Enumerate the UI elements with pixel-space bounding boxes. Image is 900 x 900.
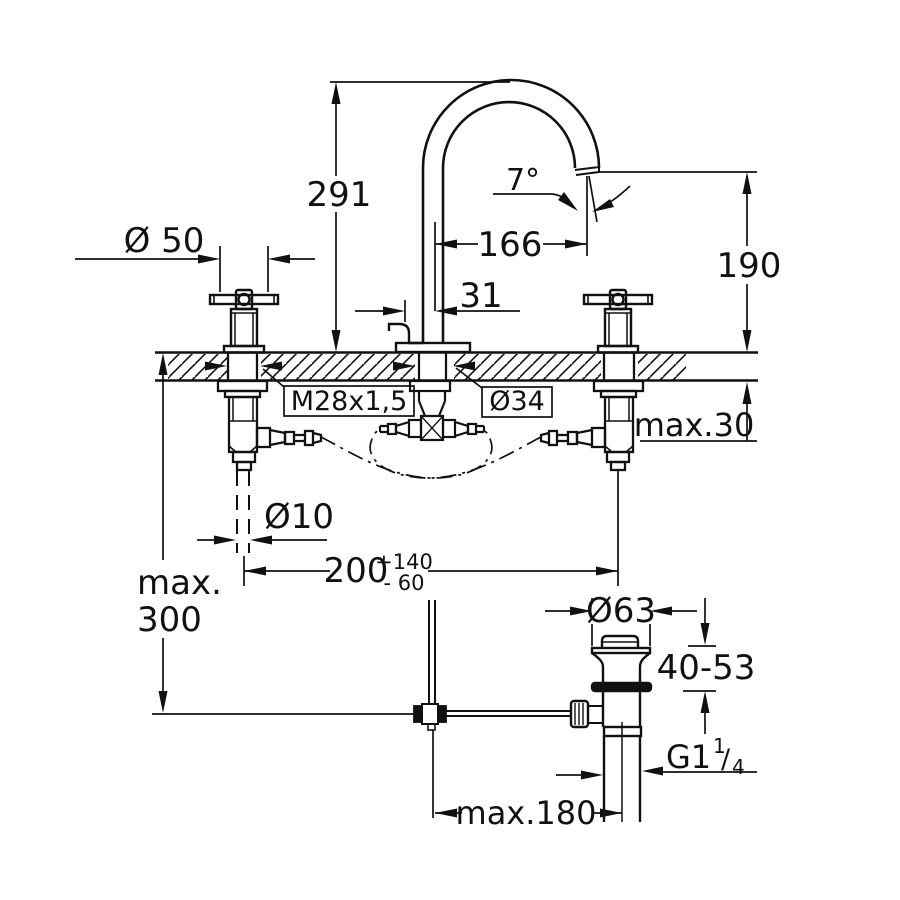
- label-leader-o34: [455, 367, 483, 389]
- label-box-o34: [481, 386, 553, 418]
- dim-50-ext: [219, 246, 269, 292]
- dim-166-ext: [434, 176, 588, 311]
- dim-waste-thread-numerator: 1: [713, 734, 726, 758]
- dim-63-ext: [591, 598, 651, 646]
- dim-max30-lines: [640, 404, 757, 442]
- label-box-m28: [283, 385, 415, 417]
- right-valve: [539, 352, 645, 586]
- rod-clamp-tab: [427, 723, 436, 731]
- left-handle: [208, 288, 280, 354]
- dim-hole-diameter-label: Ø34: [489, 386, 545, 417]
- dim-handle-diameter-label: Ø 50: [124, 221, 205, 261]
- spout-base-flange: [394, 341, 472, 354]
- dim-deck-thickness-label: max.30: [634, 406, 755, 444]
- rod-clamp-right: [437, 705, 447, 723]
- hose-left: [320, 430, 493, 479]
- right-handle-bar: [582, 293, 654, 306]
- spout-outlet-face: [574, 166, 600, 176]
- left-handle-bar: [208, 293, 280, 306]
- deck-hatch-3: [454, 354, 601, 380]
- spout-popup-lever: [387, 322, 423, 345]
- left-inlet-pipe-dashed: [236, 471, 250, 553]
- right-valve-flange-nut: [592, 379, 645, 393]
- dim-waste-diameter-label: Ø63: [586, 591, 656, 631]
- spout-shank: [417, 352, 448, 380]
- waste-tailpipe: [602, 736, 642, 822]
- right-valve-nut: [605, 450, 631, 464]
- dim-rod-diameter-label: Ø10: [264, 497, 334, 537]
- dim-max-rod-length-value: 300: [137, 600, 202, 640]
- dim-waste-thread-denominator: 4: [732, 755, 745, 779]
- waste-body: [601, 691, 642, 727]
- spout-arc-inner: [441, 100, 577, 169]
- left-valve-nut: [231, 450, 257, 464]
- dim-4053-lines: [683, 598, 716, 734]
- dim-max-rod-reach-label: max.180: [456, 794, 597, 832]
- left-valve-outlet: [255, 426, 272, 449]
- left-handle-hub-circle: [237, 292, 251, 307]
- flex-hoses: [320, 430, 542, 479]
- deck-hatch-4: [638, 354, 686, 380]
- left-valve-flange-nut: [216, 379, 269, 393]
- waste-plug-cap: [600, 634, 640, 648]
- dimension-lines: [75, 81, 757, 814]
- popup-waste: [569, 634, 653, 822]
- waste-knob-neck: [587, 705, 604, 724]
- vertical-pull-rod: [428, 600, 436, 706]
- right-handle-base: [596, 344, 640, 354]
- spout-shank-flange: [408, 379, 452, 393]
- dim-spout-height-label: 291: [307, 175, 372, 215]
- label-leader-m28: [262, 368, 285, 388]
- right-valve-shank: [602, 352, 636, 380]
- dim-outlet-height-label: 190: [717, 246, 782, 286]
- waste-seal-ring: [590, 681, 653, 693]
- left-handle-base: [222, 344, 266, 354]
- dim-waste-clamp-range-label: 40-53: [657, 648, 756, 688]
- dim-hole-spacing-tol-minus: - 60: [384, 571, 425, 595]
- spout: [387, 78, 601, 354]
- waste-flare-right: [638, 652, 651, 683]
- dim-spout-offset-label: 31: [459, 276, 502, 316]
- spout-arc-outer: [421, 78, 601, 169]
- deck-hatch-2: [261, 354, 415, 380]
- dim-spray-angle-label: 7°: [506, 163, 540, 198]
- right-valve-outlet: [590, 426, 607, 449]
- dim-waste-thread-slash: /: [721, 744, 731, 775]
- dim-hole-spacing-label: 200: [324, 551, 389, 591]
- dim-spout-reach-label: 166: [478, 225, 543, 265]
- rod-clamp-center: [421, 703, 439, 725]
- hose-right: [369, 430, 542, 479]
- dimension-labels: 291 7° 166 190 Ø 50 31 M28x1,5 Ø34 max.3…: [124, 163, 782, 832]
- angle-flow-line: [588, 175, 598, 223]
- right-handle-hub-circle: [611, 292, 625, 307]
- horizontal-rod-right: [443, 710, 571, 717]
- right-handle: [582, 288, 654, 354]
- dimension-arrowheads: [158, 82, 752, 818]
- waste-flare-left: [591, 652, 605, 683]
- left-valve: [216, 352, 323, 553]
- dim-hole-spacing-tol-plus: +140: [375, 550, 433, 574]
- left-valve-shank: [226, 352, 259, 380]
- dim-max-rod-length-word: max.: [137, 563, 222, 603]
- dim-waste-thread-prefix: G1: [666, 738, 711, 776]
- rod-clamp-left: [413, 705, 423, 723]
- waste-top-rim: [590, 646, 652, 655]
- dim-shank-thread-label: M28x1,5: [291, 386, 408, 417]
- popup-rod-linkage: [152, 600, 571, 818]
